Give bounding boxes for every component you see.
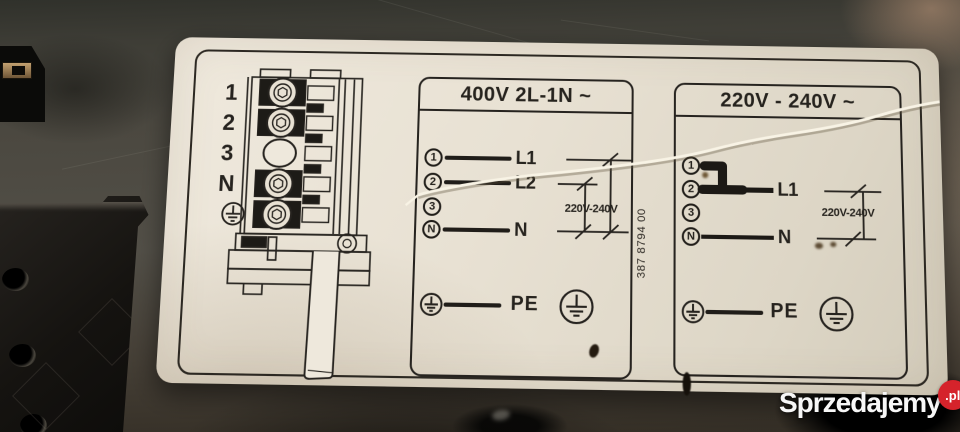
screw-hole [9, 344, 36, 367]
plastic-component [0, 196, 149, 432]
embossed-diamond [78, 298, 146, 366]
latch-notch [12, 66, 25, 75]
voltage-dimension-marks [675, 85, 910, 382]
stain-spot [830, 241, 837, 248]
part-number: 387 8794 00 [635, 207, 649, 279]
terminal-screws [253, 78, 307, 229]
pin-label-1: 1 [225, 80, 239, 105]
voltage-note: 220V-240V [821, 206, 875, 220]
pin-label-n: N [218, 170, 236, 196]
voltage-note: 220V-240V [564, 202, 618, 216]
cable-clamp [227, 232, 371, 296]
pe-label: PE [510, 293, 539, 316]
plastic-rim-highlight [0, 202, 149, 212]
dark-blob [452, 404, 568, 432]
vent-cutout [0, 46, 45, 122]
pe-earth-badge-icon [558, 288, 596, 326]
stain-spot [682, 372, 691, 396]
metal-scratch [560, 19, 710, 42]
latch-detail [2, 62, 32, 79]
pin-label-3: 3 [220, 140, 234, 166]
panel-400v: 400V 2L-1N ~ 1 2 3 N L1 L2 N 220V-240V [409, 76, 635, 382]
watermark: Sprzedajemy .pl [779, 380, 960, 419]
pin-label-2: 2 [222, 110, 236, 136]
terminal-block-drawing: 1 2 3 N [218, 67, 411, 386]
watermark-brand: Sprzedajemy [779, 387, 942, 418]
mains-cable [304, 251, 339, 379]
wiring-diagram-label: 1 2 3 N [155, 37, 949, 396]
earth-symbol-icon [681, 299, 706, 325]
watermark-pl-badge: .pl [937, 380, 960, 410]
stain-spot [702, 171, 709, 179]
pe-earth-badge-icon [818, 295, 856, 334]
pe-label: PE [770, 300, 799, 323]
screw-hole [2, 268, 29, 291]
earth-symbol-icon [418, 292, 443, 318]
voltage-dimension-marks [411, 79, 635, 382]
wire-pe [705, 309, 764, 315]
stain-spot [814, 242, 824, 249]
panel-220-240v: 220V - 240V ~ 1 2 3 N L1 N 220V-240V [673, 82, 910, 382]
screw-hole [20, 414, 47, 432]
